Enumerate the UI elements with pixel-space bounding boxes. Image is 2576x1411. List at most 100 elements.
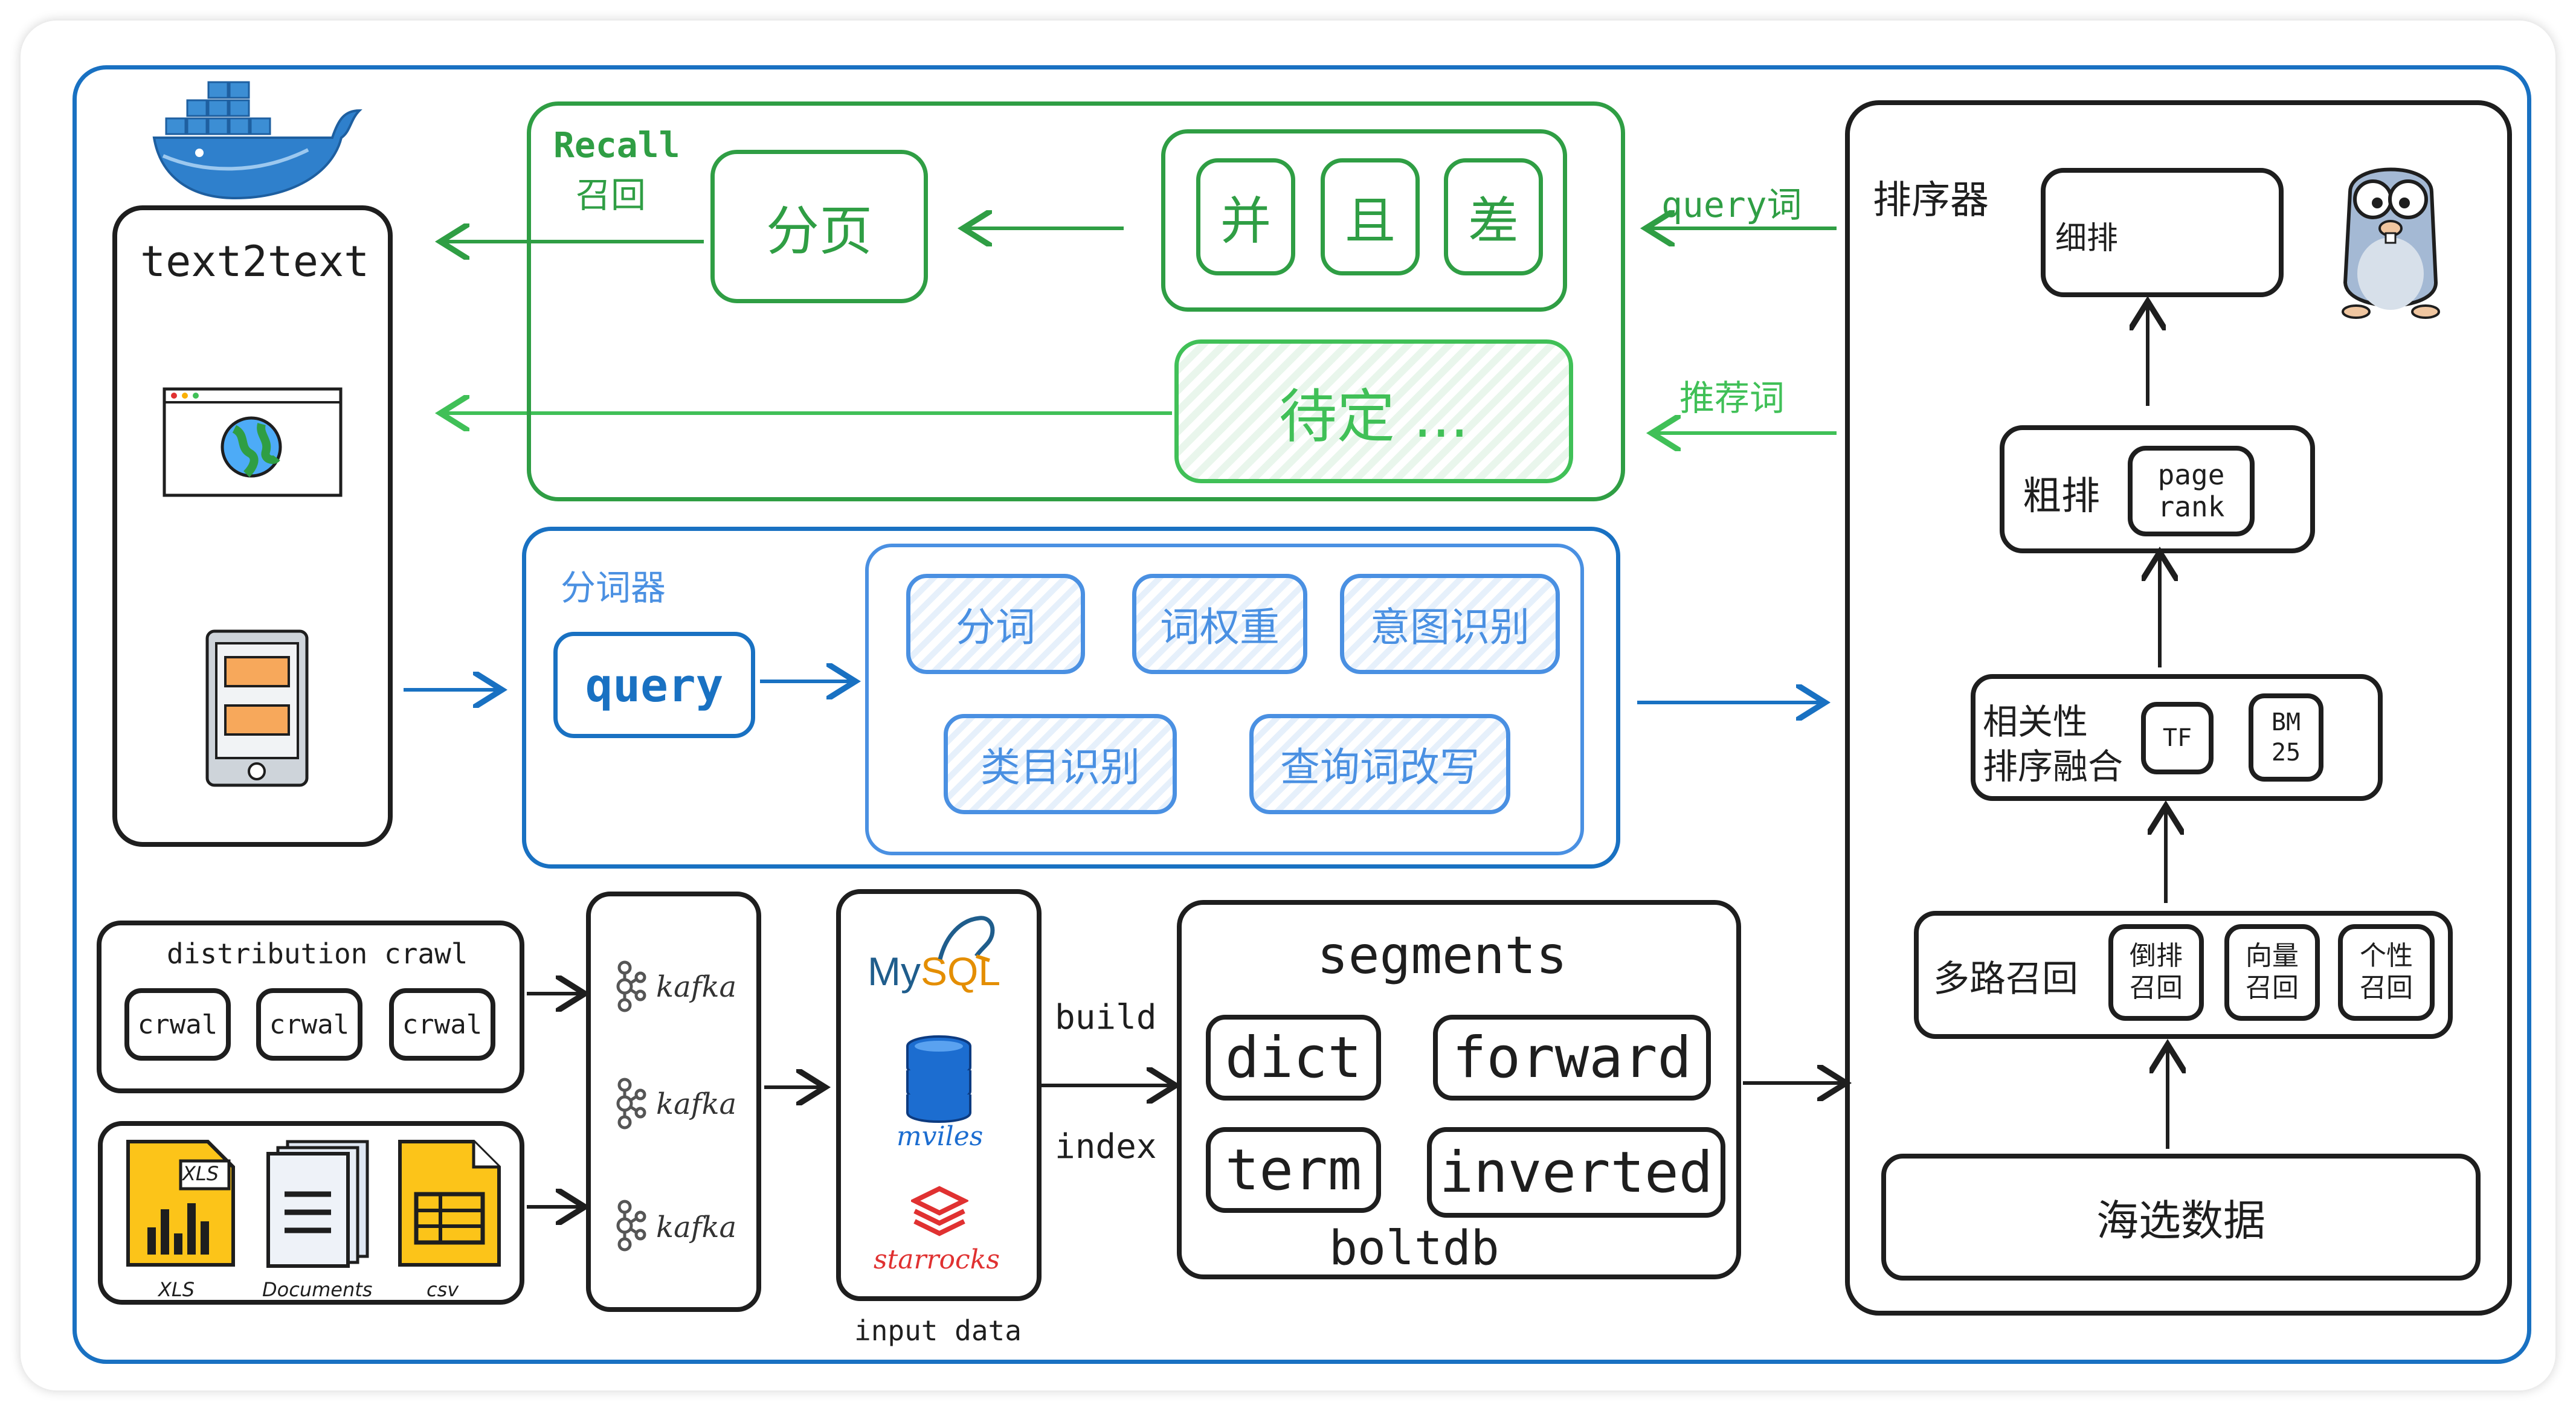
kafka-label-3: kafka	[656, 1210, 737, 1244]
kafka-icon-1	[616, 960, 646, 1012]
fine-ranking-box	[2041, 168, 2284, 297]
kafka-label-1: kafka	[656, 970, 737, 1004]
pagerank-line1: page	[2157, 458, 2225, 492]
segments-title: segments	[1317, 925, 1568, 986]
segments-panel	[1177, 900, 1741, 1279]
mviles-label: mviles	[897, 1121, 984, 1152]
query-word-label: query词	[1661, 184, 1802, 225]
term-box: term	[1206, 1127, 1381, 1213]
bm25-line2: 25	[2271, 739, 2301, 767]
text2text-title: text2text	[140, 237, 370, 286]
mviles-database-icon	[906, 1035, 971, 1123]
intent-recognition-box: 意图识别	[1340, 574, 1560, 674]
ranker-title: 排序器	[1873, 178, 1989, 223]
kafka-label-2: kafka	[656, 1087, 737, 1121]
query-box: query	[553, 632, 755, 738]
inverted-box: inverted	[1427, 1127, 1725, 1218]
bm25-line1: BM	[2271, 709, 2301, 736]
index-label: index	[1055, 1127, 1157, 1166]
crawl-node-2-label: crwal	[269, 1009, 350, 1040]
starrocks-icon	[911, 1186, 968, 1236]
token-segmentation-box: 分词	[906, 574, 1085, 674]
crawl-node-3: crwal	[389, 988, 495, 1061]
crawl-node-3-label: crwal	[402, 1009, 483, 1040]
documents-label: Documents	[262, 1278, 373, 1301]
mobile-phone-icon	[205, 629, 309, 787]
recommend-word-label: 推荐词	[1679, 378, 1785, 419]
docker-whale-icon	[152, 81, 362, 200]
inverted-recall-line1: 倒排	[2130, 940, 2183, 972]
go-gopher-icon	[2342, 167, 2440, 319]
and-char-3: 差	[1467, 191, 1519, 251]
relevance-line1: 相关性	[1983, 701, 2088, 742]
crawl-node-2: crwal	[256, 988, 362, 1061]
paging-label: 分页	[765, 199, 872, 262]
kafka-icon-2	[616, 1078, 646, 1130]
mysql-logo-sql: SQL	[920, 949, 1001, 994]
tokenizer-panel	[522, 527, 1620, 869]
category-recognition-label: 类目识别	[980, 744, 1140, 791]
csv-label: csv	[427, 1278, 459, 1301]
and-char-1-box: 并	[1196, 158, 1295, 275]
crawl-title: distribution crawl	[167, 937, 468, 970]
fine-ranking-label: 细排	[2055, 220, 2119, 257]
token-segmentation-label: 分词	[956, 604, 1035, 651]
starrocks-label: starrocks	[874, 1244, 1000, 1275]
text2text-panel	[112, 205, 393, 847]
pending-label: 待定 ...	[1278, 382, 1469, 451]
pagerank-line2: rank	[2157, 490, 2225, 523]
relevance-box	[1971, 674, 2383, 801]
build-label: build	[1055, 998, 1157, 1037]
personal-recall-line2: 召回	[2360, 972, 2413, 1003]
mysql-dolphin-icon	[938, 916, 995, 962]
csv-file-icon	[398, 1140, 501, 1267]
selection-data-label: 海选数据	[2096, 1195, 2265, 1245]
term-label: term	[1225, 1137, 1362, 1203]
crawl-node-1: crwal	[124, 988, 231, 1061]
pagerank-box: page rank	[2128, 446, 2255, 536]
bm25-box: BM 25	[2249, 693, 2323, 782]
selection-data-box: 海选数据	[1881, 1154, 2481, 1281]
vector-recall-line1: 向量	[2246, 940, 2299, 972]
category-recognition-box: 类目识别	[944, 714, 1177, 814]
and-char-1: 并	[1220, 191, 1271, 251]
and-group-box	[1161, 129, 1567, 312]
input-data-panel	[836, 889, 1042, 1301]
kafka-panel	[586, 892, 761, 1312]
xls-label: XLS	[158, 1278, 195, 1301]
inverted-recall-line2: 召回	[2130, 972, 2183, 1003]
recall-title-zh: 召回	[576, 175, 646, 216]
diagram-border	[72, 65, 2531, 1364]
vector-recall-line2: 召回	[2246, 972, 2299, 1003]
ranker-panel	[1845, 100, 2512, 1316]
kafka-icon-3	[616, 1200, 646, 1252]
query-label: query	[585, 658, 724, 712]
query-rewrite-label: 查询词改写	[1280, 744, 1480, 791]
forward-label: forward	[1452, 1024, 1692, 1091]
recall-title-en: Recall	[553, 124, 680, 166]
and-char-2-box: 且	[1321, 158, 1420, 275]
pending-box: 待定 ...	[1174, 339, 1573, 483]
tf-label: TF	[2162, 724, 2192, 752]
recall-panel	[527, 101, 1625, 501]
inverted-recall-box: 倒排 召回	[2108, 924, 2204, 1021]
and-char-3-box: 差	[1444, 158, 1543, 275]
crawl-node-1-label: crwal	[137, 1009, 218, 1040]
term-weight-box: 词权重	[1132, 574, 1307, 674]
files-panel	[98, 1121, 524, 1305]
coarse-ranking-box	[2000, 425, 2315, 553]
intent-recognition-label: 意图识别	[1370, 604, 1530, 651]
and-char-2: 且	[1344, 191, 1396, 251]
forward-box: forward	[1433, 1015, 1711, 1101]
vector-recall-box: 向量 召回	[2224, 924, 2320, 1021]
dict-box: dict	[1206, 1015, 1381, 1101]
documents-icon	[266, 1140, 369, 1268]
input-data-label: input data	[854, 1314, 1022, 1347]
inverted-label: inverted	[1439, 1139, 1713, 1206]
term-weight-label: 词权重	[1160, 604, 1280, 651]
multi-recall-box	[1914, 911, 2453, 1039]
multi-recall-label: 多路召回	[1933, 958, 2078, 1000]
paging-box: 分页	[710, 150, 928, 303]
dict-label: dict	[1225, 1024, 1362, 1091]
